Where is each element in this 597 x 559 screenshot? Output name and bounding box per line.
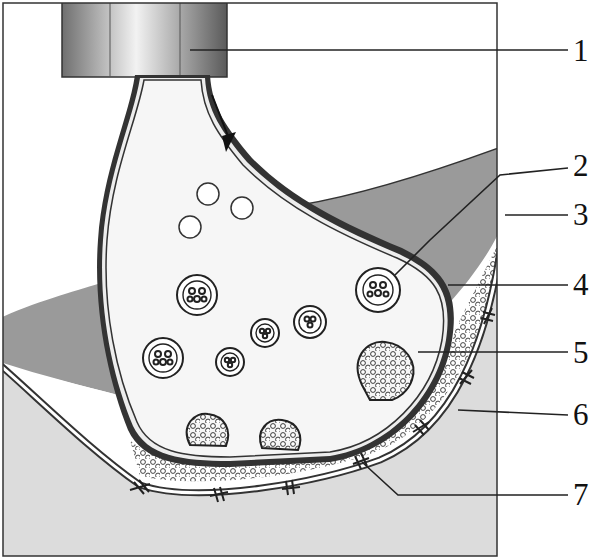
callout-number: 4 <box>573 269 589 300</box>
leader-lines <box>190 50 568 495</box>
callout-number: 7 <box>573 479 589 510</box>
callout-number: 2 <box>573 150 589 181</box>
callout-number: 1 <box>573 35 589 66</box>
callout-number: 5 <box>573 337 589 368</box>
callout-number: 6 <box>573 399 589 430</box>
callout-number: 3 <box>573 199 589 230</box>
